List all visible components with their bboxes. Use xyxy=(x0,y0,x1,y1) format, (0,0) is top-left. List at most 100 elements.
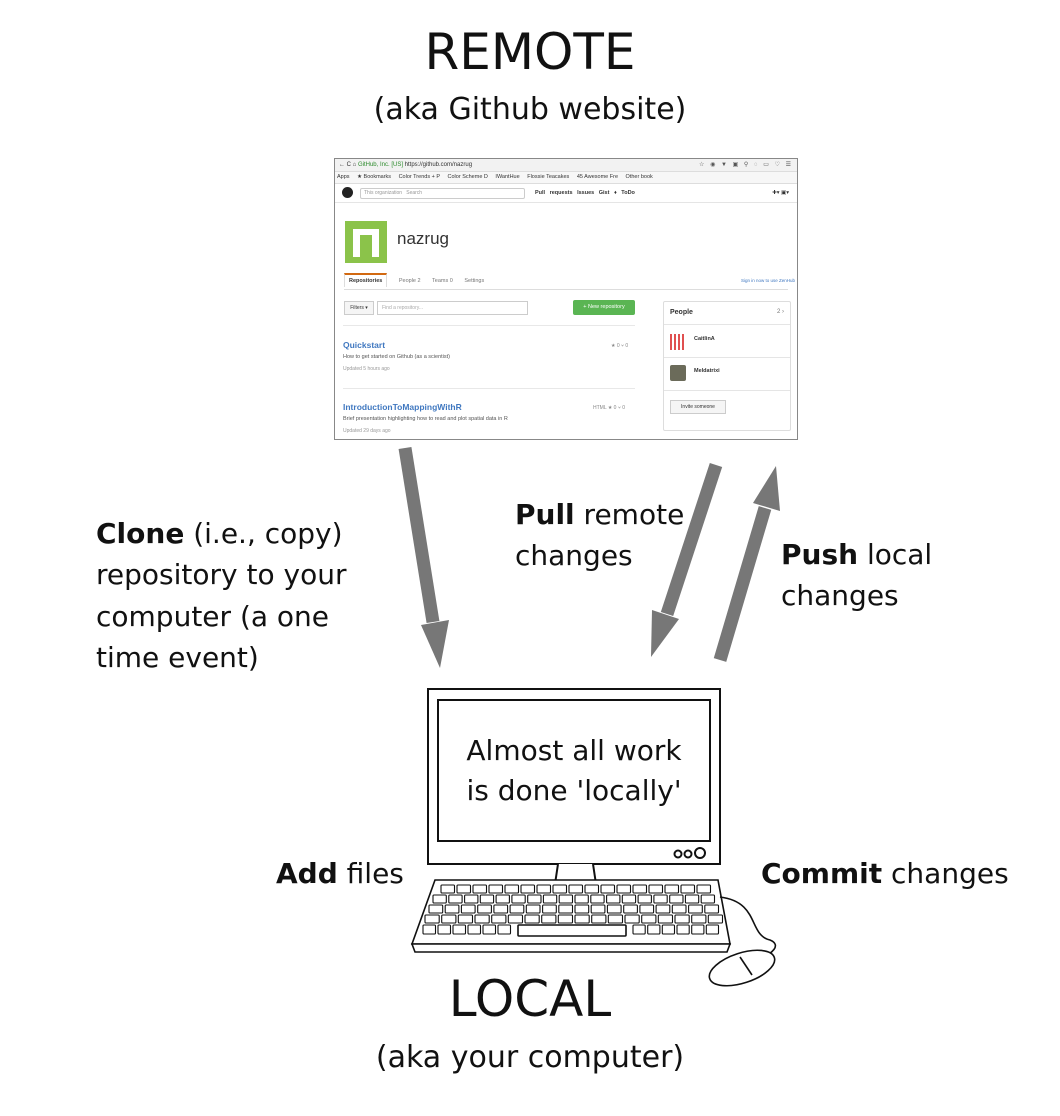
keyboard-key xyxy=(432,894,447,904)
keyboard-key xyxy=(542,904,557,914)
keyboard-key xyxy=(422,924,437,935)
repo-name: Quickstart xyxy=(343,340,386,350)
repo-name: IntroductionToMappingWithR xyxy=(343,402,462,412)
tab-repositories: Repositories xyxy=(344,273,388,287)
keyboard-key xyxy=(520,884,536,894)
keyboard-key xyxy=(464,894,479,904)
tab-people: People 2 xyxy=(398,278,421,284)
keyboard-key xyxy=(621,894,637,904)
repo-meta: ★ 0 ⑂ 0 xyxy=(611,343,629,349)
keyboard-key xyxy=(536,884,552,894)
github-search-input: This organization Search xyxy=(360,188,525,199)
repo-meta: HTML ★ 0 ⑂ 0 xyxy=(593,405,626,411)
keyboard-key xyxy=(477,904,492,914)
org-avatar xyxy=(345,221,387,263)
keyboard-key xyxy=(558,894,574,904)
keyboard-key xyxy=(696,884,712,894)
bookmark-item: 45 Awesome Fre xyxy=(576,174,619,180)
screen-line: is done 'locally' xyxy=(466,773,682,807)
repo-updated: Updated 5 hours ago xyxy=(343,366,390,372)
github-header: This organization Search Pull requests I… xyxy=(335,184,797,203)
tab-teams: Teams 0 xyxy=(432,278,453,284)
keyboard-key xyxy=(704,904,720,914)
keyboard-key xyxy=(691,914,707,924)
keyboard-key xyxy=(590,894,605,904)
divider xyxy=(343,325,635,326)
repo-updated: Updated 29 days ago xyxy=(343,428,391,434)
github-nav-right: ✚▾ ▣▾ xyxy=(772,190,789,196)
keyboard-key xyxy=(590,904,606,914)
keyboard-key xyxy=(482,924,497,935)
remote-title: REMOTE xyxy=(424,23,636,81)
keyboard-key xyxy=(568,884,584,894)
keyboard-key xyxy=(440,884,456,894)
keyboard-key xyxy=(606,904,622,914)
keyboard-key xyxy=(591,914,607,924)
keyboard-key xyxy=(641,914,657,924)
divider xyxy=(343,388,635,389)
keyboard-key xyxy=(653,894,668,904)
keyboard-key xyxy=(669,894,684,904)
keyboard-key xyxy=(584,884,600,894)
invite-button: Invite someone xyxy=(670,400,726,414)
keyboard-key xyxy=(607,914,624,924)
keyboard-key xyxy=(558,904,574,914)
keyboard-key xyxy=(542,894,558,904)
pull-line: changes xyxy=(515,539,633,573)
keyboard-key xyxy=(479,894,495,904)
keyboard-keys xyxy=(422,884,724,935)
clone-label: Clone (i.e., copy) repository to your co… xyxy=(96,513,346,679)
keyboard-key xyxy=(688,904,703,914)
pull-label: Pull remote changes xyxy=(515,494,684,577)
org-name: nazrug xyxy=(397,229,449,248)
commit-rest: changes xyxy=(882,857,1009,890)
divider xyxy=(664,324,790,325)
divider xyxy=(664,390,790,391)
push-arrow xyxy=(713,466,780,662)
keyboard-key xyxy=(497,924,512,935)
add-rest: files xyxy=(337,857,404,890)
keyboard-key xyxy=(647,924,661,935)
keyboard-key xyxy=(448,894,463,904)
bookmark-item: Other book xyxy=(625,174,653,180)
clone-line: repository to your xyxy=(96,558,347,592)
keyboard-key xyxy=(684,894,700,904)
keyboard-key xyxy=(661,924,676,935)
bookmark-item: Color Scheme D xyxy=(447,174,488,180)
pull-rest: remote xyxy=(574,498,685,531)
keyboard-key xyxy=(509,904,525,914)
bookmark-item: Color Trends + P xyxy=(398,174,440,180)
divider xyxy=(664,357,790,358)
member-avatar xyxy=(670,365,686,381)
clone-rest: (i.e., copy) xyxy=(184,517,343,550)
keyboard-key xyxy=(616,884,632,894)
people-heading: People xyxy=(670,309,693,316)
bookmark-item: ★ Bookmarks xyxy=(357,174,392,180)
push-rest: local xyxy=(858,538,933,571)
keyboard-key xyxy=(632,924,646,935)
member-avatar xyxy=(670,334,686,350)
keyboard-key xyxy=(428,904,444,914)
keyboard-key xyxy=(700,894,716,904)
zenhub-link: Sign in now to use ZenHub xyxy=(740,278,795,283)
pull-arrow xyxy=(651,462,723,657)
keyboard-key xyxy=(444,904,460,914)
pull-bold: Pull xyxy=(515,498,575,531)
find-repository-input: Find a repository... xyxy=(377,301,528,315)
new-repository-button: + New repository xyxy=(573,300,635,315)
keyboard-key xyxy=(600,884,616,894)
push-bold: Push xyxy=(781,538,859,571)
push-line: changes xyxy=(781,579,899,613)
member-name: CaitlinA xyxy=(694,336,715,342)
local-subtitle: (aka your computer) xyxy=(375,1040,685,1075)
keyboard-key xyxy=(664,884,680,894)
mouse xyxy=(708,896,777,987)
keyboard-key xyxy=(552,884,568,894)
url-text: https://github.com/nazrug xyxy=(404,162,473,168)
bookmark-item: Apps xyxy=(337,174,350,180)
keyboard-key xyxy=(511,894,526,904)
keyboard-key xyxy=(491,914,507,924)
keyboard-key xyxy=(557,914,574,924)
keyboard-key xyxy=(671,904,687,914)
